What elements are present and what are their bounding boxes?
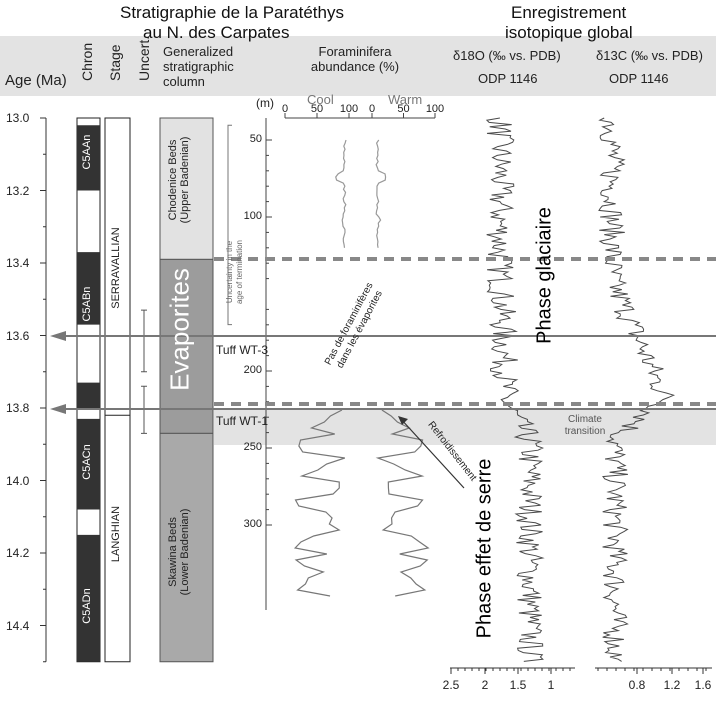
warm-foram-curve-lower bbox=[375, 409, 430, 597]
generalized-column-header: Generalized stratigraphic column bbox=[163, 44, 234, 89]
age-tick-label: 13.0 bbox=[6, 111, 30, 125]
cooling-arrow bbox=[399, 417, 465, 489]
depth-tick-label: 100 bbox=[243, 210, 262, 222]
foram-tick-label: 0 bbox=[368, 103, 376, 115]
tuff-wt1-label: Tuff WT-1 bbox=[216, 414, 269, 428]
tuff-wt3-arrow bbox=[50, 331, 66, 341]
cooling-arrowhead bbox=[398, 416, 408, 425]
cool-label: Cool bbox=[307, 92, 334, 107]
left-title: Stratigraphie de la Paratéthys bbox=[120, 3, 344, 22]
tuff-wt1-arrow bbox=[50, 404, 66, 414]
age-tick-label: 13.4 bbox=[6, 256, 30, 270]
climate-transition-band bbox=[214, 408, 716, 445]
d13c-tick-label: 1.2 bbox=[663, 678, 681, 692]
header-band bbox=[0, 36, 716, 96]
age-tick-label: 14.0 bbox=[6, 473, 30, 488]
age-tick-label: 14.4 bbox=[6, 618, 30, 633]
depth-tick-label: 200 bbox=[243, 364, 262, 376]
uncertainty-note: Uncertainty in the age of termination bbox=[225, 239, 244, 305]
climate-transition-label: Climate transition bbox=[564, 414, 606, 437]
warm-label: Warm bbox=[388, 92, 423, 107]
chron-header: Chron bbox=[79, 42, 95, 81]
foram-tick-label: 0 bbox=[281, 103, 289, 115]
warm-foram-curve bbox=[375, 139, 387, 248]
chron-label-c5aan: C5AAn bbox=[81, 134, 93, 170]
left-subtitle: au N. des Carpates bbox=[143, 23, 290, 42]
d13c-header: δ13C (‰ vs. PDB) bbox=[596, 48, 703, 63]
depth-tick-label: 300 bbox=[243, 518, 262, 530]
uncert-header: Uncert. bbox=[136, 35, 152, 81]
foraminifera-header: Foraminifera abundance (%) bbox=[310, 44, 400, 74]
column-evaporites-label: Evaporites bbox=[164, 268, 195, 391]
foram-tick-label: 100 bbox=[339, 103, 359, 115]
column-upper-unit bbox=[159, 117, 214, 260]
chron-black-band bbox=[77, 252, 100, 325]
glacial-phase-label: Phase glaciaire bbox=[533, 207, 556, 344]
d18o-tick-label: 2 bbox=[481, 678, 489, 692]
depth-tick-label: 50 bbox=[249, 133, 262, 145]
stage-header: Stage bbox=[107, 44, 123, 81]
chron-black-band bbox=[77, 418, 100, 510]
odp-1146-a: ODP 1146 bbox=[478, 71, 538, 86]
tuff-wt3-label: Tuff WT-3 bbox=[216, 343, 269, 357]
cool-foram-curve-lower bbox=[293, 409, 345, 597]
greenhouse-phase-label: Phase effet de serre bbox=[473, 458, 496, 639]
column-evaporites-unit bbox=[159, 258, 214, 434]
foram-tick-label: 100 bbox=[425, 103, 445, 115]
foram-tick-label: 50 bbox=[397, 103, 410, 115]
age-tick-label: 13.8 bbox=[6, 401, 30, 415]
age-tick-label: 13.6 bbox=[6, 328, 30, 343]
age-header: Age (Ma) bbox=[5, 72, 67, 89]
d18o-header: δ18O (‰ vs. PDB) bbox=[453, 48, 561, 63]
d13c-tick-label: 1.6 bbox=[694, 678, 712, 692]
depth-unit: (m) bbox=[256, 96, 274, 110]
cool-foram-curve bbox=[335, 139, 347, 248]
stage-column bbox=[104, 117, 131, 663]
age-tick-label: 14.2 bbox=[6, 546, 30, 560]
chron-black-band bbox=[77, 534, 100, 662]
right-subtitle: isotopique global bbox=[505, 23, 633, 42]
d18o-tick-label: 2.5 bbox=[442, 678, 460, 692]
odp-1146-b: ODP 1146 bbox=[609, 71, 669, 86]
d18o-tick-label: 1.5 bbox=[509, 678, 527, 692]
column-lower-unit bbox=[159, 432, 214, 663]
stage-langhian: LANGHIAN bbox=[110, 505, 122, 563]
chron-label-c5abn: C5ABn bbox=[81, 286, 93, 322]
chron-label-c5acn: C5ACn bbox=[81, 444, 93, 480]
d13c-curve bbox=[598, 117, 676, 662]
age-tick-label: 13.2 bbox=[6, 183, 30, 198]
d18o-curve bbox=[485, 117, 545, 662]
chron-label-c5adn: C5ADn bbox=[81, 588, 93, 624]
right-title: Enregistrement bbox=[511, 3, 627, 22]
column-upper-label: Chodenice Beds (Upper Badenian) bbox=[167, 136, 191, 224]
termination-bracket bbox=[227, 124, 232, 326]
d13c-tick-label: 0.8 bbox=[628, 678, 646, 692]
depth-tick-label: 250 bbox=[243, 441, 262, 453]
chron-black-band bbox=[77, 125, 100, 191]
chron-black-band bbox=[77, 382, 100, 408]
foram-tick-label: 50 bbox=[310, 103, 324, 115]
stage-serravallian: SERRAVALLIAN bbox=[110, 227, 122, 309]
column-lower-label: Skawina Beds (Lower Badenian) bbox=[167, 508, 191, 596]
d18o-tick-label: 1 bbox=[547, 678, 555, 692]
